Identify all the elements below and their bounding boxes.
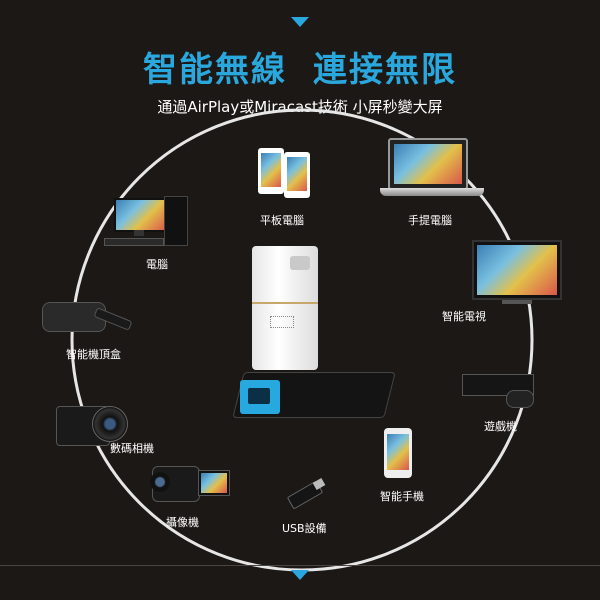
set-top-box-icon: [38, 296, 133, 336]
set-top-box-label: 智能機頂盒: [66, 348, 121, 361]
pocket-projector-icon: [232, 244, 396, 430]
laptop-icon: [380, 138, 488, 200]
headline: 智能無線連接無限: [0, 42, 600, 91]
smartphone-icon: [384, 428, 414, 480]
headline-left: 智能無線: [143, 50, 287, 90]
tablet-label: 平板電腦: [260, 214, 304, 227]
bottom-divider: [0, 565, 600, 566]
usb-device-icon: [282, 476, 328, 510]
digital-camera-icon: [56, 400, 128, 446]
usb-device-label: USB設備: [282, 522, 327, 535]
subtitle: 通過AirPlay或Miracast技術 小屏秒變大屏: [157, 98, 443, 116]
desktop-pc-icon: [92, 196, 196, 248]
laptop-label: 手提電腦: [408, 214, 452, 227]
digital-camera-label: 數碼相機: [110, 442, 154, 455]
smartphone-label: 智能手機: [380, 490, 424, 503]
bottom-arrow-icon: [291, 570, 309, 580]
top-arrow-icon: [291, 17, 309, 27]
smart-tv-label: 智能電視: [442, 310, 486, 323]
smart-tv-icon: [472, 240, 564, 308]
camcorder-icon: [150, 458, 232, 508]
game-console-icon: [462, 370, 536, 410]
camcorder-label: 攝像機: [166, 516, 199, 529]
headline-right: 連接無限: [313, 50, 457, 90]
desktop-label: 電腦: [146, 258, 168, 271]
game-console-label: 遊戲機: [484, 420, 517, 433]
tablet-icon: [258, 144, 314, 202]
